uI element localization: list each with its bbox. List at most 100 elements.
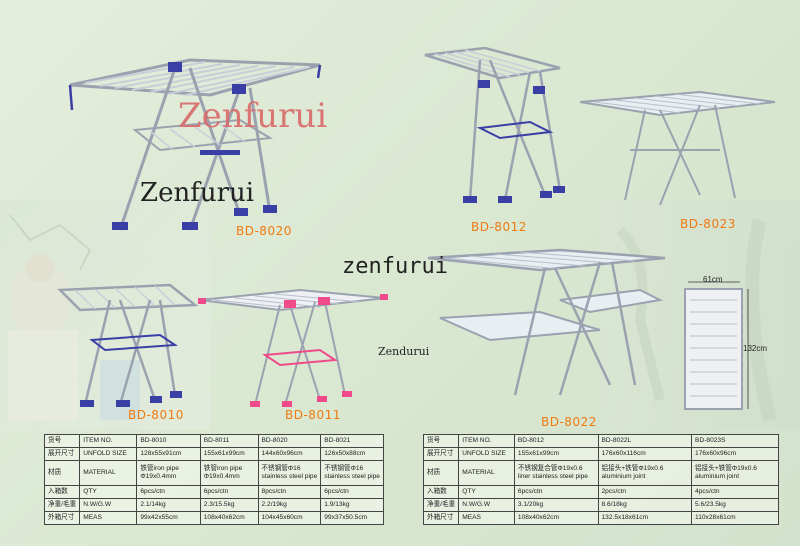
row-label-cn: 外箱尺寸 xyxy=(43,511,81,525)
row-label-en: N.W/G.W xyxy=(458,498,515,512)
cell-line: liner stainless steel pipe xyxy=(517,473,588,480)
table-cell: 128x55x91cm xyxy=(136,447,201,461)
header-cell: BD-8012 xyxy=(513,434,599,448)
table-cell: 99x37x50.5cm xyxy=(320,511,384,525)
row-label-cn: 材质 xyxy=(43,460,81,486)
table-cell: 2pcs/ctn xyxy=(597,485,693,499)
rack-bd-8022-image xyxy=(427,248,666,396)
rack-bd-8020-image xyxy=(68,58,322,231)
row-label-cn: 入箱数 xyxy=(43,485,81,499)
watermark-center: zenfurui xyxy=(342,254,448,279)
table-cell: 6pcs/ctn xyxy=(320,485,384,499)
model-label-bd-8011: BD-8011 xyxy=(285,408,341,422)
model-label-bd-8022: BD-8022 xyxy=(541,415,597,429)
row-label-en: MATERIAL xyxy=(458,460,515,486)
row-label-cn: 材质 xyxy=(422,460,460,486)
row-label-cn: 展开尺寸 xyxy=(422,447,460,461)
table-cell: 126x50x88cm xyxy=(320,447,384,461)
table-cell: 99x42x55cm xyxy=(136,511,201,525)
header-cell: BD-8023S xyxy=(691,434,779,448)
watermark-large: Zenfurui xyxy=(178,96,328,136)
folded-rack-dimension-image xyxy=(684,281,749,410)
table-cell: 2.3/15.5kg xyxy=(199,498,259,512)
cell-line: aluminium joint xyxy=(695,473,740,480)
model-label-bd-8010: BD-8010 xyxy=(128,408,184,422)
model-label-bd-8012: BD-8012 xyxy=(471,220,527,234)
header-cell: BD-8010 xyxy=(136,434,201,448)
table-cell: 3.1/20kg xyxy=(513,498,599,512)
table-cell: 6pcs/ctn xyxy=(136,485,201,499)
row-label-cn: 入箱数 xyxy=(422,485,460,499)
row-label-cn: 外箱尺寸 xyxy=(422,511,460,525)
table-cell: 6pcs/ctn xyxy=(513,485,599,499)
model-label-bd-8023: BD-8023 xyxy=(680,217,736,231)
cell-line: 铝接头+铁管Φ19x0.6 xyxy=(695,465,757,472)
table-cell: 155x61x99cm xyxy=(513,447,599,461)
row-label-cn: 展开尺寸 xyxy=(43,447,81,461)
dimension-width: 61cm xyxy=(703,275,723,284)
cell-line: 不锈钢管Φ16 xyxy=(324,465,364,472)
row-label-cn: 净重/毛重 xyxy=(422,498,460,512)
row-label-en: MEAS xyxy=(458,511,515,525)
dimension-height: 132cm xyxy=(743,344,768,353)
cell-line: stainless steel pipe xyxy=(261,473,318,480)
header-cell: BD-8022L xyxy=(597,434,693,448)
table-cell: 176x60x96cm xyxy=(691,447,779,461)
table-cell: 1.9/13kg xyxy=(320,498,384,512)
table-cell: 4pcs/ctn xyxy=(691,485,779,499)
cell-line: 不锈钢复合管Φ19x0.6 xyxy=(517,465,583,472)
table-cell: 8.6/18kg xyxy=(597,498,693,512)
table-cell: 144x60x96cm xyxy=(257,447,322,461)
table-cell: 8pcs/ctn xyxy=(257,485,322,499)
table-row: 展开尺寸 UNFOLD SIZE 128x55x91cm 155x61x99cm… xyxy=(43,447,384,461)
rack-bd-8023-image xyxy=(579,90,776,206)
watermark-secondary: Zenfurui xyxy=(140,178,255,208)
table-row: 展开尺寸 UNFOLD SIZE 155x61x99cm 176x60x116c… xyxy=(422,447,779,461)
table-cell: 110x28x61cm xyxy=(691,511,779,525)
table-header-row: 货号 ITEM NO. BD-8010 BD-8011 BD-8020 BD-8… xyxy=(43,434,384,448)
header-cell: ITEM NO. xyxy=(458,434,515,448)
header-cell: 货号 xyxy=(43,434,81,448)
row-label-en: UNFOLD SIZE xyxy=(79,447,138,461)
table-row: 净重/毛重 N.W/G.W 3.1/20kg 8.6/18kg 5.6/23.5… xyxy=(422,498,779,512)
table-cell: 2.2/19kg xyxy=(257,498,322,512)
table-cell: 2.1/14kg xyxy=(136,498,201,512)
header-cell: BD-8020 xyxy=(257,434,322,448)
header-cell: 货号 xyxy=(422,434,460,448)
model-label-bd-8020: BD-8020 xyxy=(236,224,292,238)
row-label-cn: 净重/毛重 xyxy=(43,498,81,512)
table-row: 外箱尺寸 MEAS 108x40x62cm 132.5x18x61cm 110x… xyxy=(422,511,779,525)
rack-bd-8012-image xyxy=(424,46,565,203)
table-cell: 108x40x62cm xyxy=(513,511,599,525)
row-label-en: MATERIAL xyxy=(79,460,138,486)
cell-line: 铁管iron pipe xyxy=(140,465,179,472)
rack-bd-8010-image xyxy=(57,283,199,407)
cell-line: aluminium joint xyxy=(601,473,646,480)
table-cell: 108x40x62cm xyxy=(199,511,259,525)
row-label-en: QTY xyxy=(79,485,138,499)
table-row: 净重/毛重 N.W/G.W 2.1/14kg 2.3/15.5kg 2.2/19… xyxy=(43,498,384,512)
header-cell: BD-8021 xyxy=(320,434,384,448)
header-cell: ITEM NO. xyxy=(79,434,138,448)
spec-table-left: 货号 ITEM NO. BD-8010 BD-8011 BD-8020 BD-8… xyxy=(43,434,384,525)
cell-line: 不锈钢管Φ16 xyxy=(261,465,301,472)
table-row: 入箱数 QTY 6pcs/ctn 6pcs/ctn 8pcs/ctn 6pcs/… xyxy=(43,485,384,499)
row-label-en: QTY xyxy=(458,485,515,499)
table-cell: 132.5x18x61cm xyxy=(597,511,693,525)
cell-line: 铁管iron pipe xyxy=(203,465,243,472)
spec-table-right: 货号 ITEM NO. BD-8012 BD-8022L BD-8023S 展开… xyxy=(422,434,779,525)
table-cell: 5.6/23.5kg xyxy=(691,498,779,512)
table-cell: 155x61x99cm xyxy=(199,447,259,461)
row-label-en: N.W/G.W xyxy=(79,498,138,512)
row-label-en: UNFOLD SIZE xyxy=(458,447,515,461)
rack-bd-8011-image xyxy=(198,288,388,407)
